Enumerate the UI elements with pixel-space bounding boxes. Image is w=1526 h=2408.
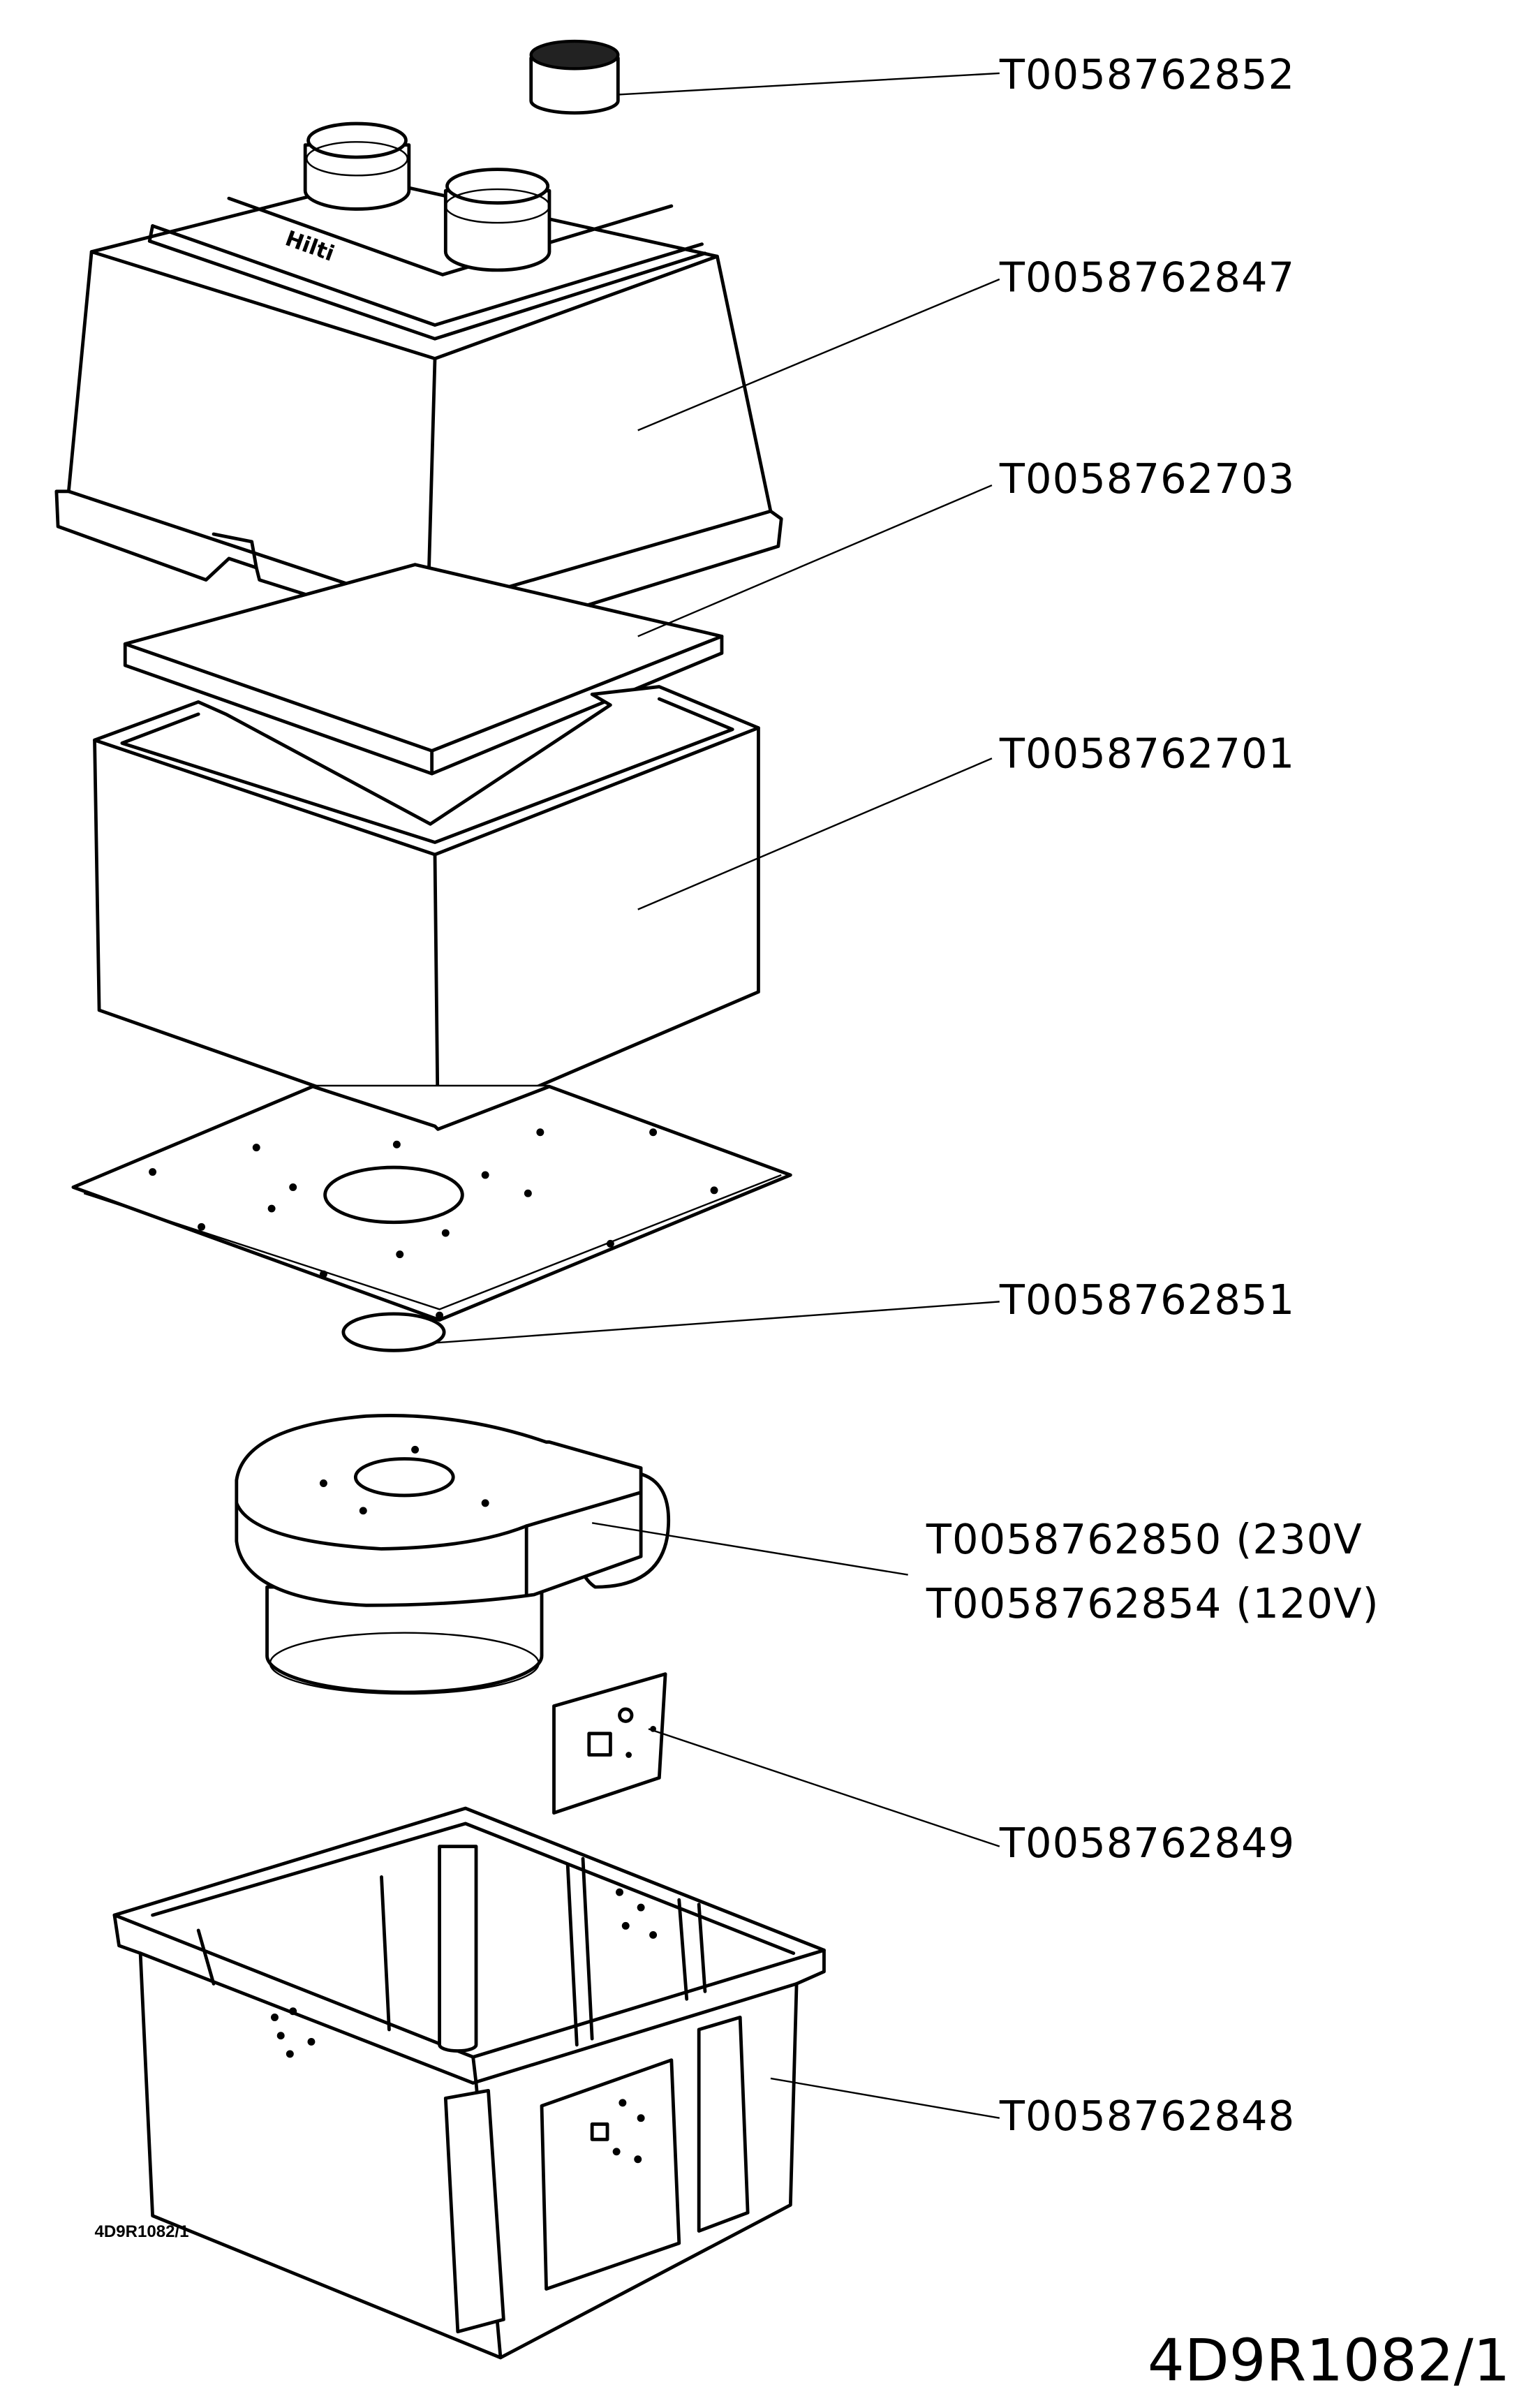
leader-lines bbox=[434, 72, 1000, 2119]
part-label-cap: T0058762852 bbox=[999, 50, 1295, 98]
part-label-circuit-board: T0058762849 bbox=[999, 1819, 1295, 1867]
part-label-blower-230v: T0058762850 (230V bbox=[926, 1515, 1363, 1563]
part-label-base-tub: T0058762848 bbox=[999, 2092, 1295, 2140]
gasket-part bbox=[341, 1312, 446, 1352]
base-plate-part bbox=[71, 1084, 792, 1322]
part-label-foam-box: T0058762701 bbox=[999, 729, 1295, 777]
pad-part bbox=[123, 563, 724, 776]
base-tub-part bbox=[112, 1806, 826, 2360]
blower-part bbox=[235, 1414, 671, 1695]
drawing-number: 4D9R1082/1 bbox=[1148, 2327, 1511, 2395]
drawing-number-small: 4D9R1082/1 bbox=[95, 2222, 189, 2241]
circuit-board-part bbox=[552, 1672, 667, 1815]
part-label-pad: T0058762703 bbox=[999, 455, 1295, 503]
part-label-blower-120v: T0058762854 (120V) bbox=[926, 1579, 1379, 1627]
plate-holes bbox=[149, 1128, 718, 1320]
part-label-lid: T0058762847 bbox=[999, 253, 1295, 301]
part-label-gasket: T0058762851 bbox=[999, 1276, 1295, 1324]
cap-part bbox=[529, 39, 620, 115]
